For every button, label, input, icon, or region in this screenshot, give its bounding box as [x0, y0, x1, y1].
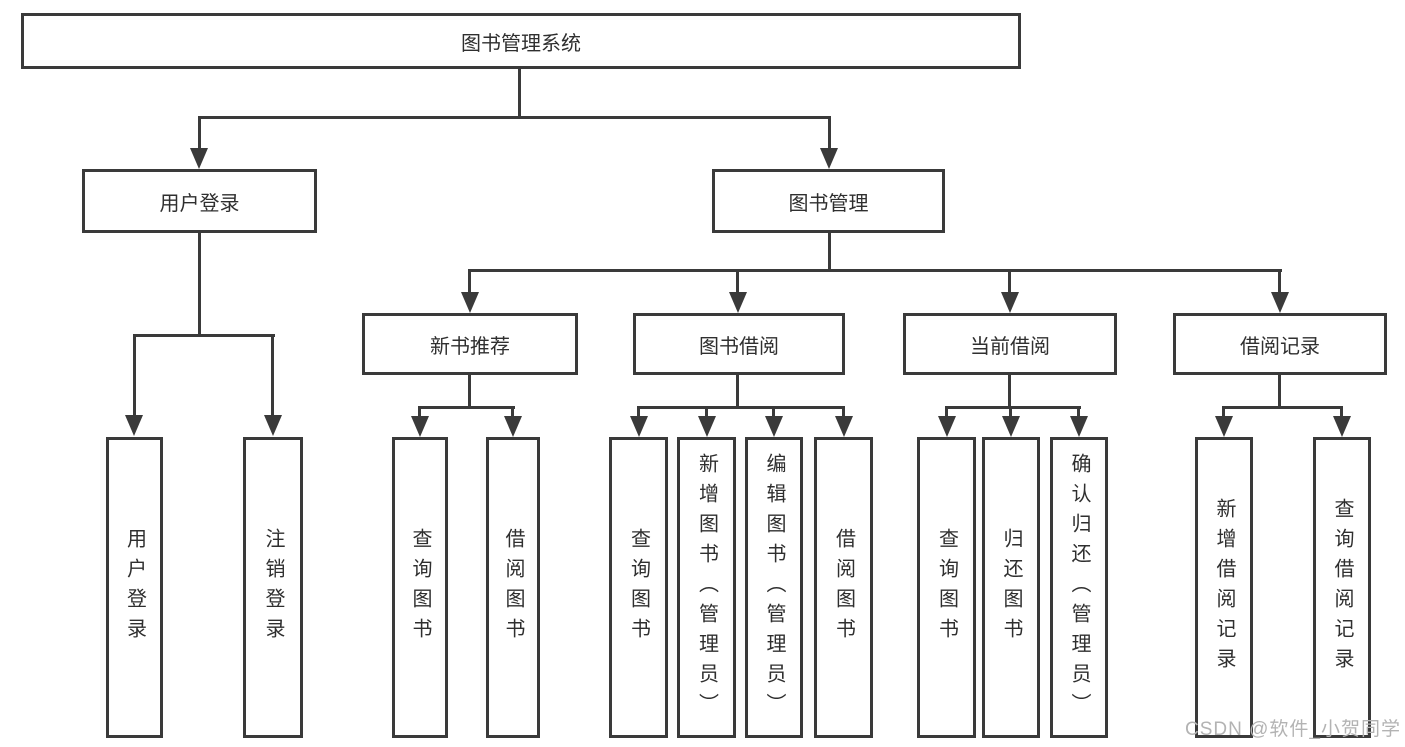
node-book-management: 图书管理: [712, 169, 945, 233]
arrow-down-icon: [698, 416, 716, 437]
node-query-books-current: 查询图书: [917, 437, 976, 738]
connector-line: [518, 68, 521, 118]
node-query-books-recommend-label: 查询图书: [409, 527, 431, 648]
arrow-down-icon: [125, 415, 143, 436]
connector-line: [418, 406, 421, 417]
node-logout: 注销登录: [243, 437, 303, 738]
node-edit-books-admin-label: 编辑图书（管理员）: [763, 452, 785, 723]
arrow-down-icon: [264, 415, 282, 436]
arrow-down-icon: [190, 148, 208, 169]
node-root-label: 图书管理系统: [461, 32, 581, 55]
arrow-down-icon: [820, 148, 838, 169]
node-user-login-leaf-label: 用户登录: [123, 527, 146, 648]
arrow-down-icon: [765, 416, 783, 437]
connector-line: [271, 334, 274, 416]
connector-line: [1009, 406, 1012, 417]
node-add-borrow-record-label: 新增借阅记录: [1213, 497, 1235, 678]
connector-line: [828, 233, 831, 272]
arrow-down-icon: [938, 416, 956, 437]
node-query-borrow-record-label: 查询借阅记录: [1331, 497, 1353, 678]
connector-line: [468, 269, 1282, 272]
node-user-login: 用户登录: [82, 169, 317, 233]
node-add-books-admin-label: 新增图书（管理员）: [695, 452, 718, 723]
node-current-borrow: 当前借阅: [903, 313, 1117, 375]
connector-line: [736, 269, 739, 293]
node-book-borrow: 图书借阅: [633, 313, 845, 375]
connector-line: [468, 375, 471, 408]
arrow-down-icon: [1001, 292, 1019, 313]
node-user-login-leaf: 用户登录: [106, 437, 163, 738]
connector-line: [1008, 269, 1011, 293]
connector-line: [736, 375, 739, 408]
connector-line: [468, 269, 471, 293]
watermark: CSDN @软件_小贺同学: [1185, 719, 1401, 740]
node-edit-books-admin: 编辑图书（管理员）: [745, 437, 803, 738]
arrow-down-icon: [1333, 416, 1351, 437]
node-borrow-records: 借阅记录: [1173, 313, 1387, 375]
node-return-books: 归还图书: [982, 437, 1040, 738]
arrow-down-icon: [504, 416, 522, 437]
arrow-down-icon: [411, 416, 429, 437]
node-current-borrow-label: 当前借阅: [970, 335, 1050, 358]
node-return-books-label: 归还图书: [1000, 527, 1022, 648]
node-logout-label: 注销登录: [262, 527, 284, 648]
node-query-books-borrow: 查询图书: [609, 437, 668, 738]
node-root: 图书管理系统: [21, 13, 1021, 69]
node-add-borrow-record: 新增借阅记录: [1195, 437, 1253, 738]
node-borrow-records-label: 借阅记录: [1240, 335, 1320, 358]
node-query-books-recommend: 查询图书: [392, 437, 448, 738]
connector-line: [418, 406, 515, 409]
arrow-down-icon: [729, 292, 747, 313]
node-borrow-books-recommend: 借阅图书: [486, 437, 540, 738]
node-user-login-label: 用户登录: [159, 192, 240, 215]
arrow-down-icon: [1002, 416, 1020, 437]
connector-line: [705, 406, 708, 417]
connector-line: [133, 334, 136, 416]
node-query-books-current-label: 查询图书: [935, 527, 958, 648]
connector-line: [1008, 375, 1011, 408]
connector-line: [1278, 269, 1281, 293]
node-borrow-books-recommend-label: 借阅图书: [502, 527, 524, 648]
arrow-down-icon: [461, 292, 479, 313]
node-confirm-return-admin: 确认归还（管理员）: [1050, 437, 1108, 738]
node-book-management-label: 图书管理: [788, 192, 869, 215]
node-borrow-books-leaf-label: 借阅图书: [832, 527, 855, 648]
connector-line: [637, 406, 640, 417]
arrow-down-icon: [1215, 416, 1233, 437]
node-query-borrow-record: 查询借阅记录: [1313, 437, 1371, 738]
connector-line: [1222, 406, 1343, 409]
connector-line: [198, 233, 201, 337]
arrow-down-icon: [630, 416, 648, 437]
arrow-down-icon: [835, 416, 853, 437]
arrow-down-icon: [1070, 416, 1088, 437]
connector-line: [133, 334, 275, 337]
connector-line: [945, 406, 948, 417]
node-confirm-return-admin-label: 确认归还（管理员）: [1068, 452, 1090, 723]
connector-line: [945, 406, 1081, 409]
node-borrow-books-leaf: 借阅图书: [814, 437, 873, 738]
connector-line: [828, 116, 831, 149]
node-new-book-recommend: 新书推荐: [362, 313, 578, 375]
node-new-book-recommend-label: 新书推荐: [430, 335, 510, 358]
connector-line: [1278, 375, 1281, 408]
node-query-books-borrow-label: 查询图书: [627, 527, 650, 648]
connector-line: [772, 406, 775, 417]
connector-line: [511, 406, 514, 417]
connector-line: [637, 406, 845, 409]
connector-line: [1077, 406, 1080, 417]
node-add-books-admin: 新增图书（管理员）: [677, 437, 736, 738]
connector-line: [842, 406, 845, 417]
node-book-borrow-label: 图书借阅: [699, 335, 779, 358]
arrow-down-icon: [1271, 292, 1289, 313]
connector-line: [1222, 406, 1225, 417]
connector-line: [198, 116, 831, 119]
connector-line: [1340, 406, 1343, 417]
connector-line: [198, 116, 201, 149]
